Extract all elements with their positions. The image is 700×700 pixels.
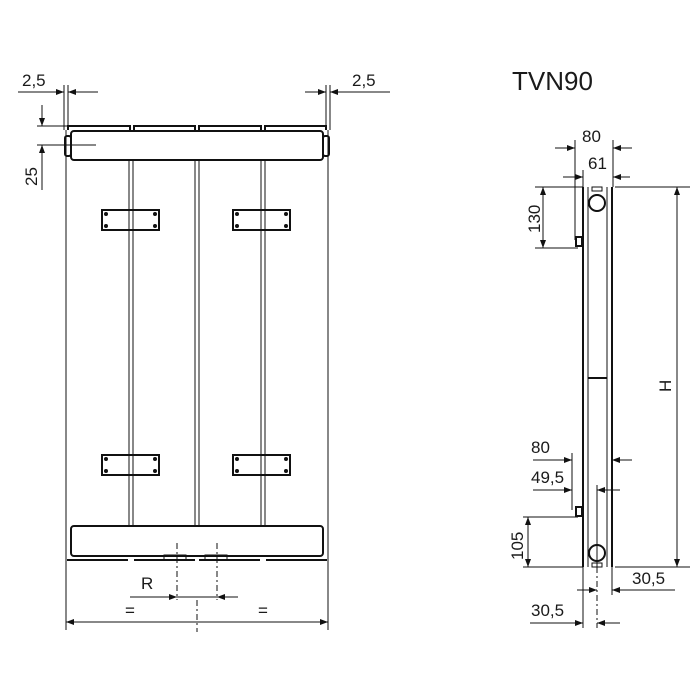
vertical-tubes xyxy=(128,160,266,525)
dim-left-offset: 2,5 xyxy=(22,71,46,90)
top-header-bar xyxy=(70,130,324,161)
dim-bracket-top: 130 xyxy=(525,205,544,233)
dim-wall-distance: 49,5 xyxy=(531,468,564,487)
front-view: 2,5 2,5 25 R = = xyxy=(18,71,390,632)
dim-right-offset: 2,5 xyxy=(352,71,376,90)
side-view: 80 61 130 H 80 49,5 105 30, xyxy=(508,127,690,628)
top-header-end-right xyxy=(322,135,330,157)
dim-connection-spacing: R xyxy=(141,574,153,593)
top-tube-section xyxy=(588,194,606,212)
dim-depth-inner: 61 xyxy=(588,154,607,173)
bracket-bottom-right xyxy=(232,454,291,476)
dim-equal-left: = xyxy=(125,601,135,620)
top-header-end-left xyxy=(64,135,72,157)
bracket-bottom-left xyxy=(101,454,160,476)
bracket-top-left xyxy=(101,209,160,231)
dim-depth-top: 80 xyxy=(582,127,601,146)
connection-left xyxy=(163,554,187,561)
top-cap-segments xyxy=(67,125,327,130)
side-bracket-top xyxy=(575,236,583,247)
dim-depth-bottom: 80 xyxy=(531,438,550,457)
dim-bracket-bottom: 105 xyxy=(508,532,527,560)
dim-equal-right: = xyxy=(258,601,268,620)
dim-top-header: 25 xyxy=(22,167,41,186)
model-title: TVN90 xyxy=(512,66,593,96)
side-bracket-bottom xyxy=(575,506,583,517)
bracket-top-right xyxy=(232,209,291,231)
dim-axis-bottom: 30,5 xyxy=(531,601,564,620)
wall-brackets xyxy=(101,209,291,476)
dim-axis-right: 30,5 xyxy=(632,569,665,588)
dim-height: H xyxy=(656,380,675,392)
connection-right xyxy=(204,554,228,561)
bottom-header-bar xyxy=(70,525,324,557)
